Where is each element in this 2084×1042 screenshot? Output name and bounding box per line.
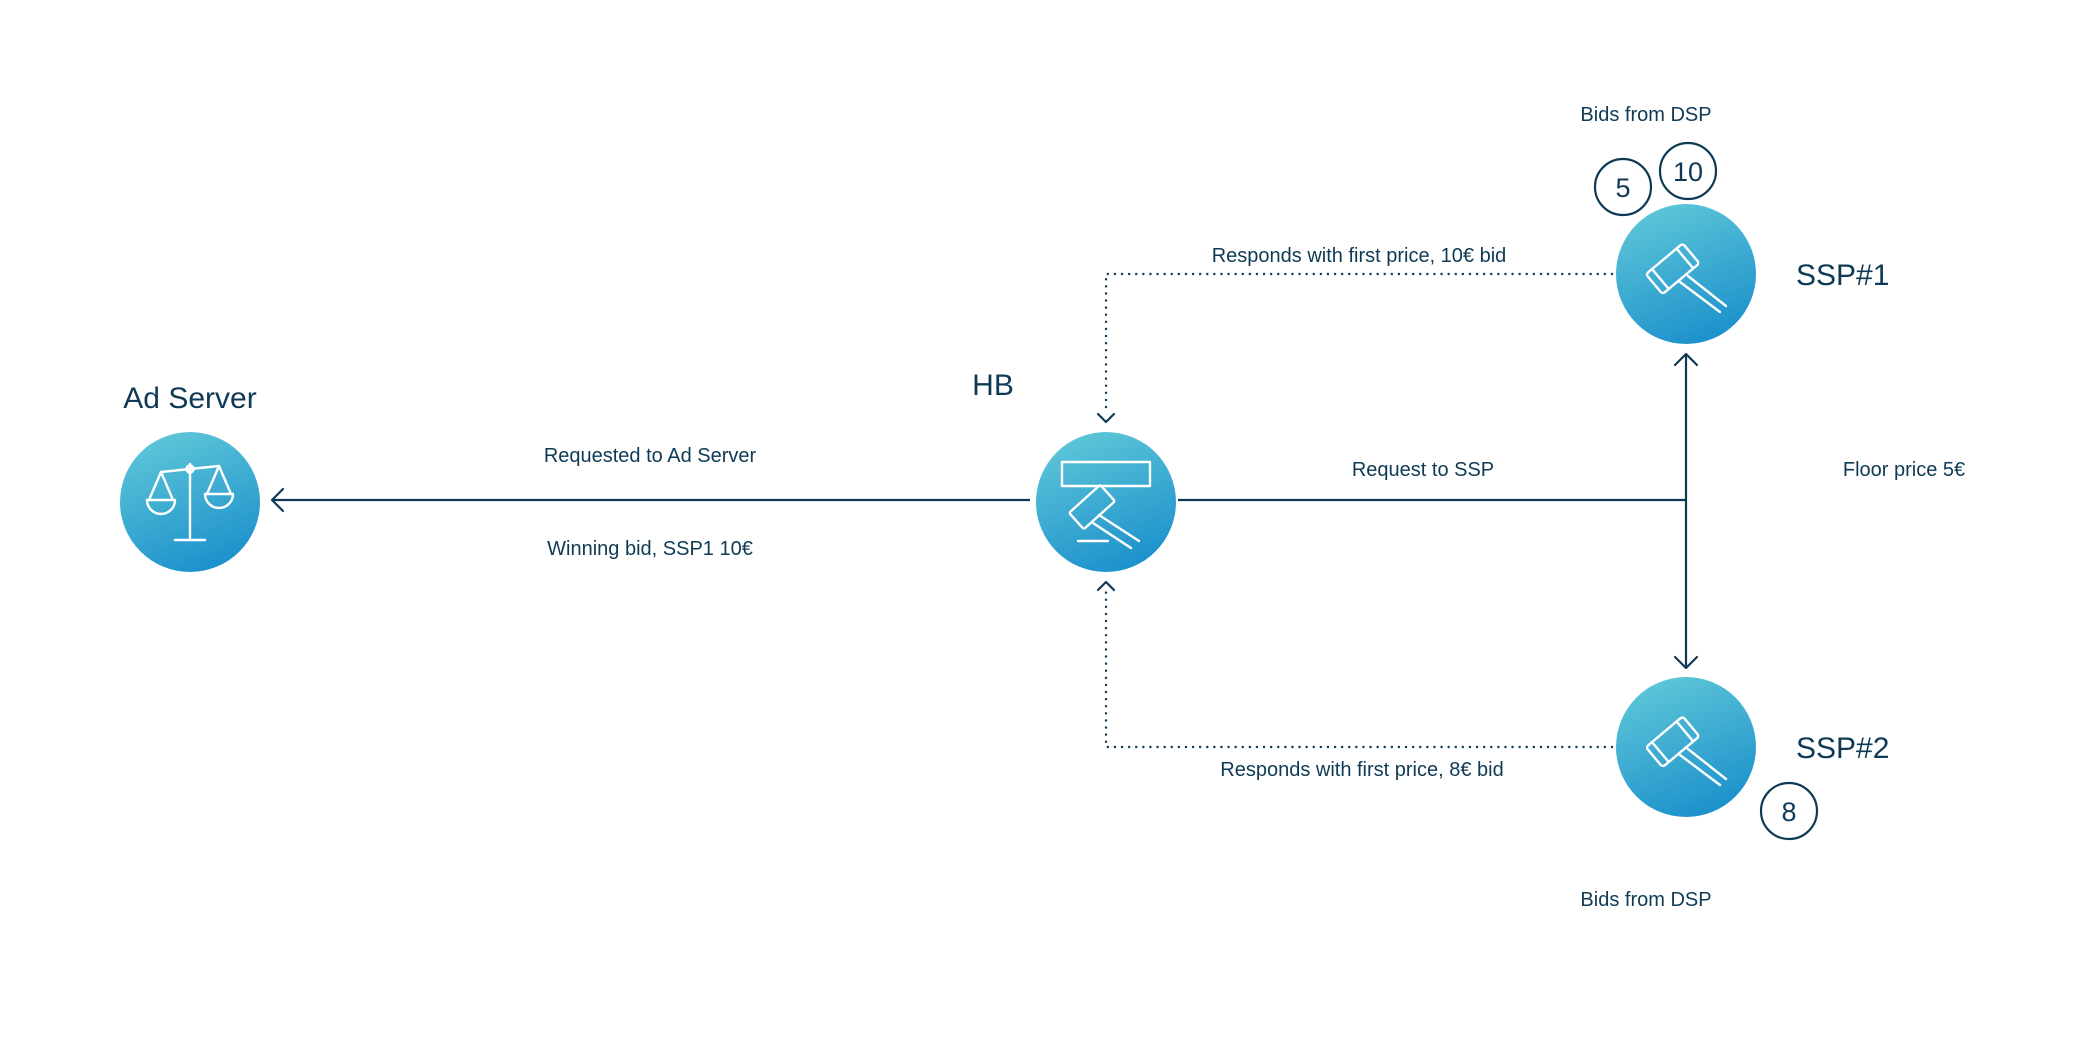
ssp2-response-label: Responds with first price, 8€ bid — [1220, 759, 1503, 781]
bid-value: 10 — [1673, 157, 1703, 187]
ssp1-label: SSP#1 — [1796, 259, 1889, 292]
requested-to-ad-server-label: Requested to Ad Server — [544, 445, 757, 467]
hb-label: HB — [972, 369, 1014, 402]
node-ad-server — [120, 432, 260, 572]
scales-icon — [145, 462, 235, 542]
gavel-bar-icon — [1060, 460, 1152, 550]
bid-value: 8 — [1781, 797, 1796, 827]
connector-trunk-to-ssp2 — [1673, 500, 1699, 670]
connector-hb-to-ad-server — [270, 487, 1030, 513]
node-hb — [1036, 432, 1176, 572]
connector-trunk-to-ssp1 — [1673, 352, 1699, 500]
bid-badge-ssp1-b: 10 — [1658, 141, 1718, 201]
connector-ssp1-response — [1096, 272, 1614, 424]
winning-bid-label: Winning bid, SSP1 10€ — [547, 538, 753, 560]
bid-badge-ssp1-a: 5 — [1593, 157, 1653, 217]
ssp2-label: SSP#2 — [1796, 732, 1889, 765]
node-ssp2 — [1616, 677, 1756, 817]
ssp1-response-label: Responds with first price, 10€ bid — [1212, 245, 1507, 267]
ssp2-bids-title: Bids from DSP — [1580, 889, 1711, 911]
ssp1-bids-title: Bids from DSP — [1580, 104, 1711, 126]
floor-price-label: Floor price 5€ — [1843, 459, 1965, 481]
request-to-ssp-label: Request to SSP — [1352, 459, 1494, 481]
bid-badge-ssp2: 8 — [1759, 781, 1819, 841]
ad-server-label: Ad Server — [123, 382, 256, 415]
gavel-icon — [1645, 243, 1728, 314]
node-ssp1 — [1616, 204, 1756, 344]
connector-ssp2-response — [1096, 580, 1614, 749]
gavel-icon — [1645, 716, 1728, 787]
bid-value: 5 — [1615, 173, 1630, 203]
